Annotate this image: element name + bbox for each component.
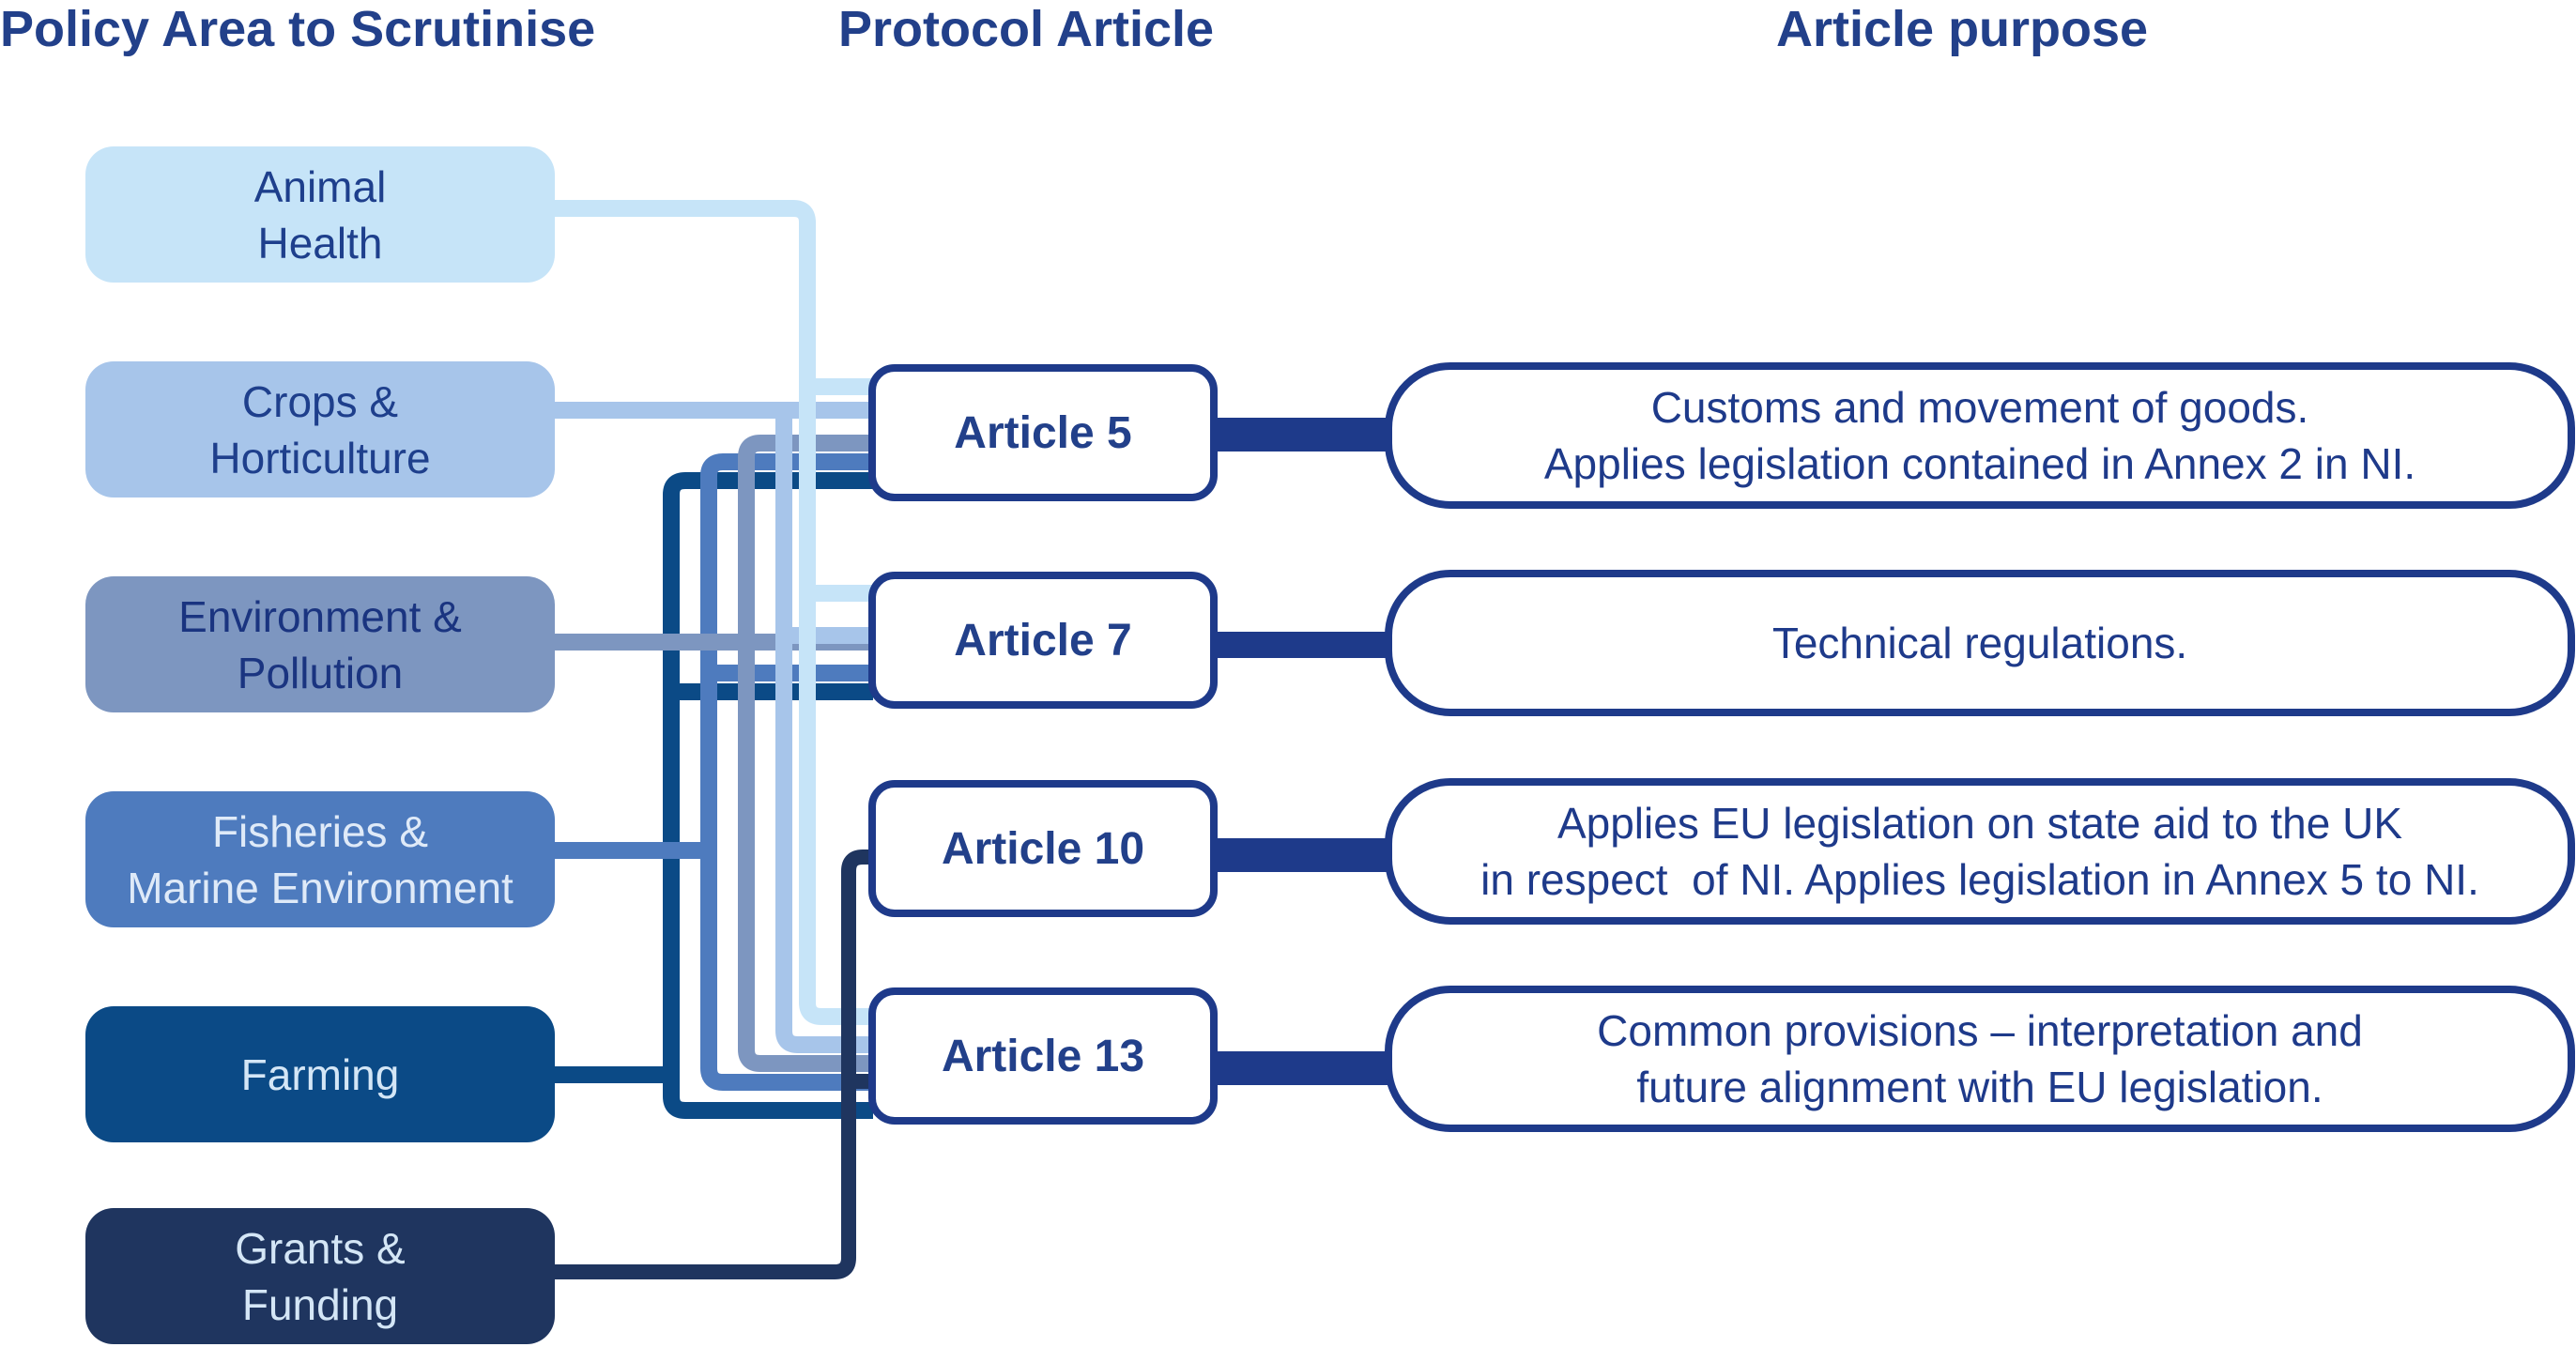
purpose-text: Common provisions – interpretation and bbox=[1597, 1006, 2363, 1055]
header-policy-area: Policy Area to Scrutinise bbox=[0, 1, 596, 57]
article-10-box: Article 10 bbox=[868, 780, 1218, 917]
article-13-box: Article 13 bbox=[868, 987, 1218, 1125]
policy-area-fisheries-marine: Fisheries & Marine Environment bbox=[85, 791, 555, 927]
connector-fisheries bbox=[555, 453, 873, 1091]
article-7-box: Article 7 bbox=[868, 572, 1218, 709]
policy-area-animal-health: Animal Health bbox=[85, 146, 555, 283]
purpose-article-5: Customs and movement of goods. Applies l… bbox=[1385, 362, 2575, 509]
policy-area-label: Horticulture bbox=[209, 433, 431, 482]
policy-area-label: Animal bbox=[253, 161, 387, 211]
purpose-text: Technical regulations. bbox=[1771, 619, 2188, 667]
policy-area-label: Grants & bbox=[235, 1223, 406, 1273]
purpose-text: Customs and movement of goods. bbox=[1650, 383, 2309, 432]
purpose-text: in respect of NI. Applies legislation in… bbox=[1480, 855, 2479, 904]
policy-area-label: Fisheries & bbox=[211, 806, 429, 856]
policy-area-label: Crops & bbox=[241, 376, 399, 426]
header-protocol-article: Protocol Article bbox=[838, 1, 1215, 57]
purpose-article-13: Common provisions – interpretation and f… bbox=[1385, 986, 2575, 1132]
policy-area-label: Marine Environment bbox=[127, 863, 514, 912]
policy-area-farming: Farming bbox=[85, 1006, 555, 1142]
policy-area-label: Farming bbox=[240, 1049, 400, 1099]
policy-area-environment-pollution: Environment & Pollution bbox=[85, 576, 555, 712]
policy-area-crops-horticulture: Crops & Horticulture bbox=[85, 361, 555, 497]
policy-area-label: Health bbox=[257, 218, 383, 268]
purpose-text: Applies legislation contained in Annex 2… bbox=[1543, 439, 2416, 488]
purpose-article-7: Technical regulations. bbox=[1385, 570, 2575, 716]
article-purpose-links bbox=[1211, 418, 1391, 1085]
article-5-box: Article 5 bbox=[868, 364, 1218, 501]
purpose-text: future alignment with EU legislation. bbox=[1636, 1063, 2323, 1111]
policy-area-label: Pollution bbox=[237, 648, 404, 697]
policy-area-label: Funding bbox=[241, 1279, 399, 1329]
header-article-purpose: Article purpose bbox=[1776, 1, 2149, 57]
connector-crops bbox=[555, 402, 873, 1053]
purpose-article-10: Applies EU legislation on state aid to t… bbox=[1385, 778, 2575, 925]
policy-area-label: Environment & bbox=[178, 591, 462, 641]
purpose-text: Applies EU legislation on state aid to t… bbox=[1556, 799, 2403, 848]
policy-area-grants-funding: Grants & Funding bbox=[85, 1208, 555, 1344]
connector-animal-health bbox=[555, 200, 873, 1025]
